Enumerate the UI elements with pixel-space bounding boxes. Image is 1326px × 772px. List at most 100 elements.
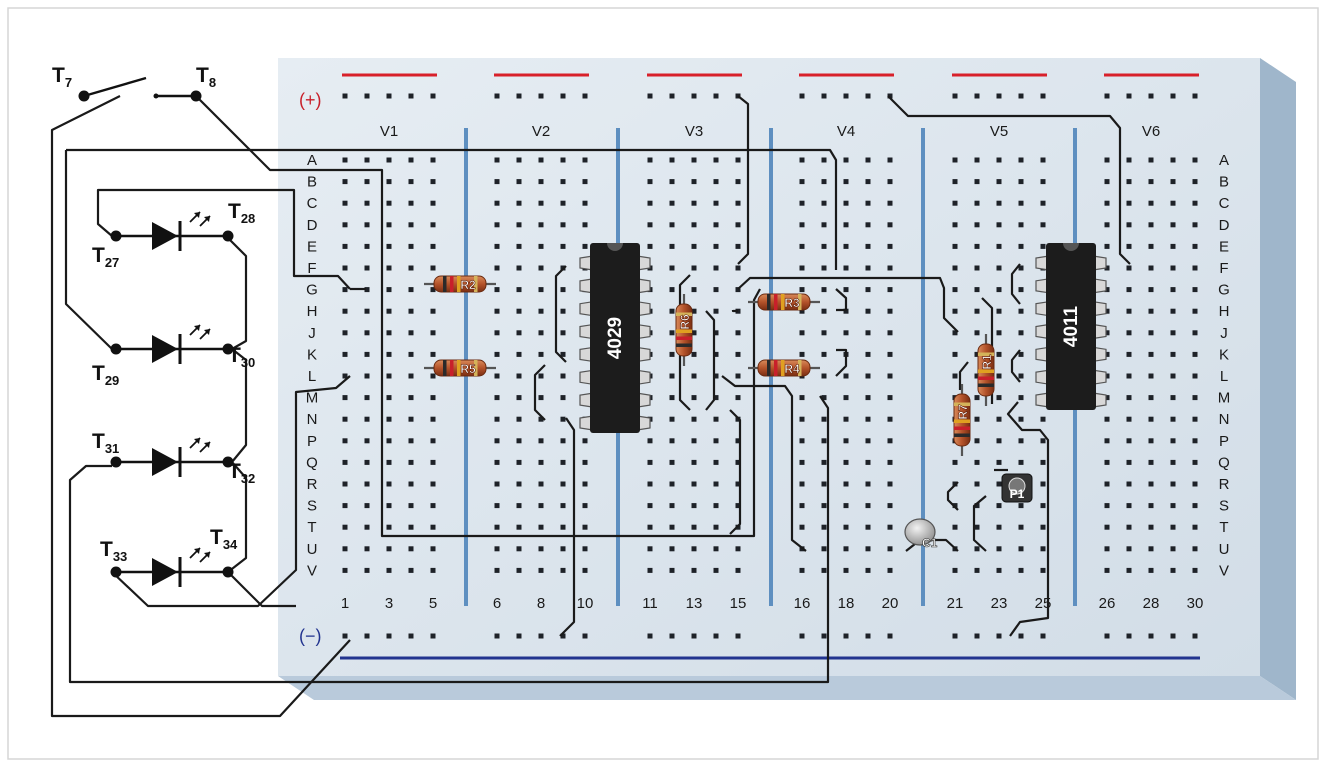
potentiometer-p1: P1 bbox=[1001, 473, 1033, 503]
hole-Q7 bbox=[516, 459, 522, 465]
hole-A23 bbox=[996, 157, 1002, 163]
plus-rail-hole-12 bbox=[669, 93, 675, 99]
hole-L2 bbox=[364, 373, 370, 379]
led-4 bbox=[110, 547, 234, 587]
hole-L12 bbox=[669, 373, 675, 379]
hole-R28 bbox=[1148, 481, 1154, 487]
minus-rail-hole-12 bbox=[669, 633, 675, 639]
hole-G13 bbox=[691, 287, 697, 293]
hole-D20 bbox=[887, 222, 893, 228]
hole-T10 bbox=[582, 524, 588, 530]
wire-v5-left bbox=[946, 481, 959, 511]
hole-V4 bbox=[408, 567, 414, 573]
terminal-t8-label-main: T bbox=[196, 64, 209, 87]
hole-C2 bbox=[364, 200, 370, 206]
hole-R18 bbox=[843, 481, 849, 487]
resistor-r2-band-3 bbox=[457, 276, 461, 292]
wire-l-link bbox=[705, 310, 716, 411]
hole-E2 bbox=[364, 243, 370, 249]
hole-S10 bbox=[582, 503, 588, 509]
resistor-r6-label: R6 bbox=[678, 314, 692, 330]
hole-B5 bbox=[430, 179, 436, 185]
hole-K30 bbox=[1192, 351, 1198, 357]
hole-E24 bbox=[1018, 243, 1024, 249]
plus-rail-hole-20 bbox=[887, 93, 893, 99]
hole-D17 bbox=[821, 222, 827, 228]
column-number-16: 16 bbox=[794, 595, 811, 612]
hole-U20 bbox=[887, 546, 893, 552]
minus-rail-hole-23 bbox=[996, 633, 1002, 639]
ic-4011-pin-left-4 bbox=[1035, 323, 1050, 340]
hole-L26 bbox=[1104, 373, 1110, 379]
ic-4029-pin-right-6 bbox=[636, 369, 651, 385]
resistor-r2-band-1 bbox=[443, 276, 447, 292]
led-2-arrowhead-1 bbox=[194, 325, 200, 331]
plus-rail-hole-18 bbox=[843, 93, 849, 99]
hole-Q18 bbox=[843, 459, 849, 465]
hole-F26 bbox=[1104, 265, 1110, 271]
hole-F22 bbox=[974, 265, 980, 271]
wire-led-right bbox=[225, 235, 248, 573]
row-label-left-M: M bbox=[306, 390, 319, 407]
minus-rail-hole-19 bbox=[865, 633, 871, 639]
hole-A8 bbox=[538, 157, 544, 163]
hole-T27 bbox=[1126, 524, 1132, 530]
hole-K7 bbox=[516, 351, 522, 357]
led-2-triangle bbox=[152, 335, 178, 363]
hole-U5 bbox=[430, 546, 436, 552]
hole-N8 bbox=[538, 416, 544, 422]
hole-B29 bbox=[1170, 179, 1176, 185]
ic-4029-notch bbox=[607, 243, 623, 251]
hole-K3 bbox=[386, 351, 392, 357]
group-label-v3: V3 bbox=[685, 123, 703, 140]
hole-Q23 bbox=[996, 459, 1002, 465]
hole-G3 bbox=[386, 287, 392, 293]
hole-G1 bbox=[342, 287, 348, 293]
hole-P22 bbox=[974, 438, 980, 444]
hole-S8 bbox=[538, 503, 544, 509]
hole-G22 bbox=[974, 287, 980, 293]
hole-J16 bbox=[799, 330, 805, 336]
hole-Q26 bbox=[1104, 459, 1110, 465]
hole-Q17 bbox=[821, 459, 827, 465]
resistor-r7: R7 bbox=[953, 384, 971, 456]
resistor-r1-band-2 bbox=[978, 376, 994, 380]
hole-L28 bbox=[1148, 373, 1154, 379]
hole-C28 bbox=[1148, 200, 1154, 206]
hole-K15 bbox=[735, 351, 741, 357]
ic-4029-pin-left-1 bbox=[579, 255, 594, 271]
hole-E26 bbox=[1104, 243, 1110, 249]
hole-Q5 bbox=[430, 459, 436, 465]
hole-T11 bbox=[647, 524, 653, 530]
led-3-terminal-left bbox=[110, 456, 122, 468]
led-4-terminal-right bbox=[222, 566, 234, 578]
ic-4011-pin-right-6 bbox=[1092, 369, 1107, 385]
hole-J7 bbox=[516, 330, 522, 336]
minus-rail-hole-18 bbox=[843, 633, 849, 639]
hole-P17 bbox=[821, 438, 827, 444]
hole-L15 bbox=[735, 373, 741, 379]
hole-T9 bbox=[560, 524, 566, 530]
hole-T1 bbox=[342, 524, 348, 530]
hole-A19 bbox=[865, 157, 871, 163]
hole-J8 bbox=[538, 330, 544, 336]
wire-v2-short bbox=[533, 364, 546, 421]
ic-4029-pin-right-8 bbox=[636, 415, 651, 431]
hole-N5 bbox=[430, 416, 436, 422]
hole-R13 bbox=[691, 481, 697, 487]
hole-G27 bbox=[1126, 287, 1132, 293]
hole-G6 bbox=[494, 287, 500, 293]
hole-N2 bbox=[364, 416, 370, 422]
terminal-t7-label: T7 bbox=[52, 64, 72, 90]
hole-N14 bbox=[713, 416, 719, 422]
hole-R8 bbox=[538, 481, 544, 487]
hole-T29 bbox=[1170, 524, 1176, 530]
row-label-left-H: H bbox=[307, 303, 318, 320]
hole-J21 bbox=[952, 330, 958, 336]
hole-D26 bbox=[1104, 222, 1110, 228]
hole-M26 bbox=[1104, 395, 1110, 401]
hole-P11 bbox=[647, 438, 653, 444]
terminal-t30-label-main: T bbox=[228, 344, 241, 367]
plus-rail-hole-26 bbox=[1104, 93, 1110, 99]
